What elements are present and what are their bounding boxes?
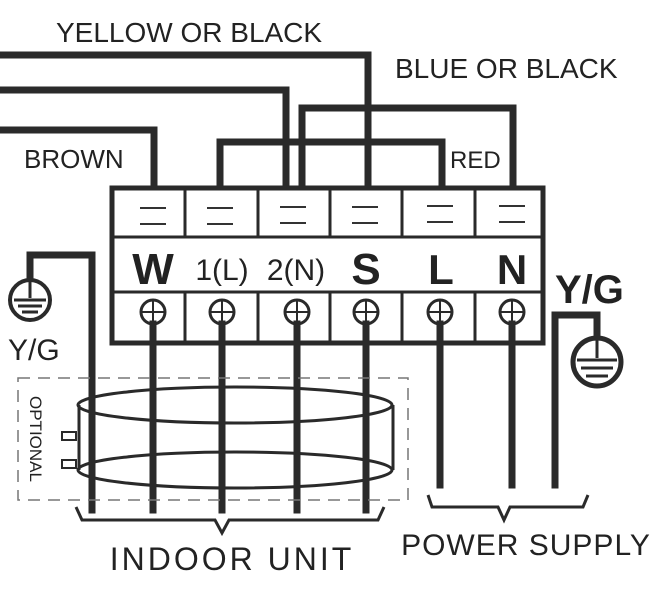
label-yg-left: Y/G — [8, 334, 60, 367]
label-yellow-or-black: YELLOW OR BLACK — [56, 17, 322, 48]
label-indoor-unit: INDOOR UNIT — [110, 541, 355, 577]
label-power-supply: POWER SUPPLY — [401, 529, 651, 562]
wire-to-2n — [0, 86, 290, 194]
label-yg-right: Y/G — [555, 268, 624, 312]
wire-blue-or-black — [298, 104, 517, 194]
ground-icon-left — [8, 278, 52, 322]
label-red: RED — [450, 147, 501, 174]
power-wires — [436, 311, 601, 489]
terminal-label-1l: 1(L) — [195, 254, 248, 287]
terminal-label-n: N — [497, 246, 527, 293]
optional-box — [17, 377, 409, 501]
label-optional: OPTIONAL — [26, 396, 45, 482]
shield-cylinder — [61, 385, 395, 490]
terminal-label-s: S — [351, 245, 380, 294]
terminal-label-w: W — [132, 245, 174, 294]
terminal-label-2n: 2(N) — [267, 254, 325, 287]
ground-icon-right — [570, 335, 624, 389]
brace-power — [426, 494, 590, 524]
terminal-label-l: L — [428, 246, 454, 293]
wire-brown — [0, 126, 158, 194]
label-brown: BROWN — [24, 144, 124, 174]
wire-red — [216, 138, 446, 194]
brace-indoor — [74, 506, 386, 537]
indoor-wires — [26, 251, 370, 514]
terminal-block: W 1(L) 2(N) S L N — [109, 185, 546, 346]
label-blue-or-black: BLUE OR BLACK — [395, 53, 618, 84]
